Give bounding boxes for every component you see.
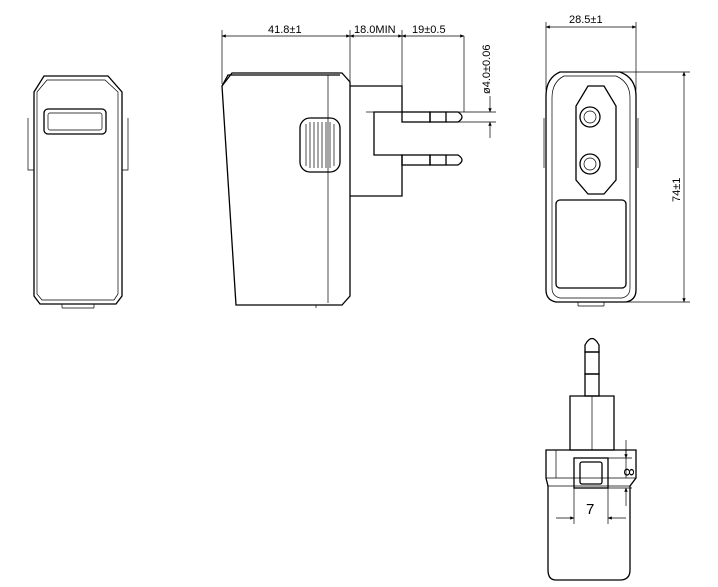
body-length-label: 41.8±1 bbox=[268, 24, 302, 36]
socket-width-label: 7 bbox=[586, 501, 594, 518]
back-view bbox=[27, 75, 129, 309]
front-view: 28.5±1 74±1 bbox=[543, 14, 690, 307]
width-label: 28.5±1 bbox=[569, 14, 603, 26]
bottom-view: 8 7 bbox=[545, 337, 637, 581]
side-view: ø4.0±0.06 41.8±1 18.0MIN 19±0.5 bbox=[221, 24, 496, 308]
socket-height-label: 8 bbox=[620, 468, 637, 476]
pin-diameter-label: ø4.0±0.06 bbox=[481, 45, 493, 94]
height-label: 74±1 bbox=[671, 178, 683, 202]
pin-shoulder-label: 18.0MIN bbox=[354, 24, 396, 36]
pin-lower bbox=[401, 154, 463, 166]
grip-ridges bbox=[305, 122, 335, 168]
pin-upper bbox=[401, 111, 463, 123]
pin-tip-label: 19±0.5 bbox=[412, 24, 446, 36]
